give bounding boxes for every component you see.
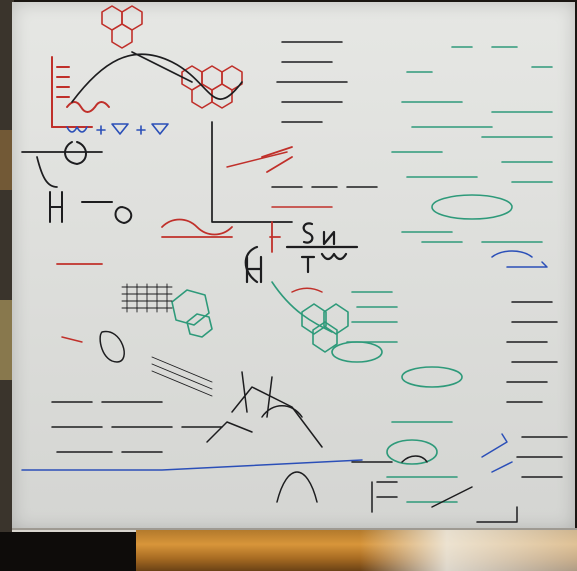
sn-fraction (244, 222, 359, 284)
h-formula (49, 141, 133, 224)
green-diagrams (171, 46, 553, 503)
black-wave-plot (21, 51, 293, 223)
whiteboard-writing (21, 5, 568, 523)
blue-horizontal-line (21, 250, 548, 473)
red-h-formula (56, 146, 293, 265)
red-axis-plot (51, 56, 110, 128)
dark-floor (0, 532, 140, 571)
grid-sketch (121, 283, 213, 397)
whiteboard (12, 2, 575, 530)
blue-omega-equation (66, 123, 169, 135)
bright-background (360, 530, 577, 571)
left-wall-object-lower (0, 300, 14, 380)
red-marks (61, 151, 333, 343)
left-wall-object (0, 130, 14, 190)
red-hexagon-lattice (101, 5, 243, 109)
black-equations (51, 41, 568, 523)
